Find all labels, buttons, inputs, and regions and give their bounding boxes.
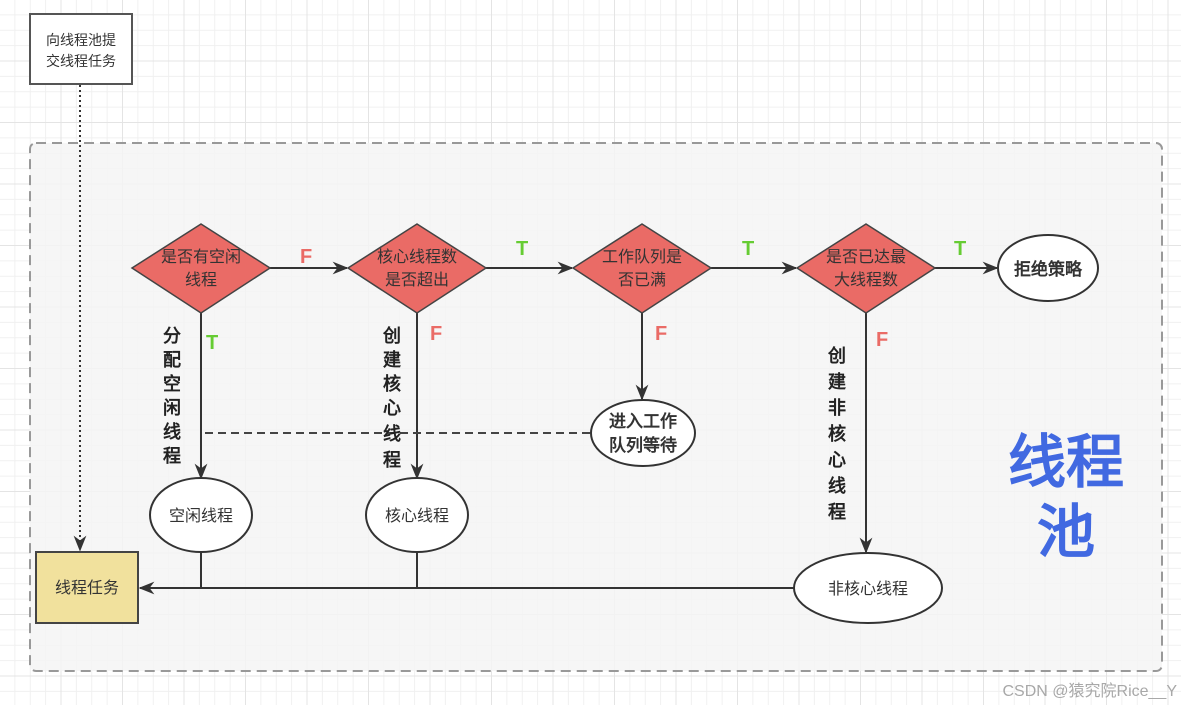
thread-task-label: 线程任务 <box>55 578 119 597</box>
thread-task-box[interactable]: 线程任务 <box>35 551 139 624</box>
vchar: 程 <box>163 446 181 467</box>
decision-queue-full[interactable]: 工作队列是 否已满 <box>571 223 713 314</box>
vertical-label-create-core: 创 建 核 心 线 程 <box>382 325 401 471</box>
submit-box-line-2: 交线程任务 <box>46 53 116 70</box>
vchar: 线 <box>163 421 181 443</box>
decision-max-line-1: 是否已达最 <box>826 247 906 266</box>
vchar: 心 <box>828 450 846 471</box>
vchar: 核 <box>383 373 401 395</box>
thread-pool-title-line-1: 线程 <box>1008 428 1124 496</box>
vchar: 创 <box>382 325 401 347</box>
terminal-non-core-thread[interactable]: 非核心线程 <box>793 552 943 624</box>
edge-label-core-false: F <box>430 323 442 345</box>
vchar: 线 <box>383 423 401 445</box>
decision-queue-line-2: 否已满 <box>618 270 666 289</box>
core-thread-label: 核心线程 <box>385 506 449 525</box>
decision-core-line-2: 是否超出 <box>385 270 449 289</box>
vertical-label-assign-idle: 分 配 空 闲 线 程 <box>163 326 181 467</box>
vchar: 非 <box>828 397 846 419</box>
decision-max-threads[interactable]: 是否已达最 大线程数 <box>795 223 937 314</box>
submit-task-box[interactable]: 向线程池提 交线程任务 <box>29 13 133 85</box>
watermark: CSDN @猿究院Rice__Y <box>1002 683 1177 700</box>
edge-label-max-true: T <box>954 238 966 260</box>
vchar: 建 <box>383 349 401 371</box>
decision-core-line-1: 核心线程数 <box>377 247 457 266</box>
terminal-idle-thread[interactable]: 空闲线程 <box>149 477 253 553</box>
vertical-label-create-non-core: 创 建 非 核 心 线 程 <box>827 345 846 523</box>
terminal-queue-wait[interactable]: 进入工作 队列等待 <box>590 399 696 467</box>
decision-max-line-2: 大线程数 <box>834 270 898 289</box>
edge-label-max-false: F <box>876 329 888 351</box>
edge-label-queue-true: T <box>742 238 754 260</box>
edge-label-queue-false: F <box>655 323 667 345</box>
vchar: 创 <box>827 345 846 367</box>
vchar: 心 <box>383 398 401 419</box>
edge-label-core-true: T <box>516 238 528 260</box>
vchar: 线 <box>828 475 846 497</box>
edge-label-idle-false: F <box>300 246 312 268</box>
decision-idle-line-2: 线程 <box>185 270 217 289</box>
decision-idle-thread[interactable]: 是否有空闲 线程 <box>130 223 272 314</box>
vchar: 程 <box>383 450 401 471</box>
submit-box-line-1: 向线程池提 <box>46 33 116 49</box>
idle-thread-label: 空闲线程 <box>169 506 233 525</box>
vchar: 分 <box>163 326 181 347</box>
vchar: 程 <box>828 502 846 523</box>
non-core-thread-label: 非核心线程 <box>828 579 908 598</box>
vchar: 配 <box>163 350 181 371</box>
vchar: 空 <box>163 373 181 395</box>
decision-core-exceeded[interactable]: 核心线程数 是否超出 <box>346 223 488 314</box>
decision-idle-line-1: 是否有空闲 <box>161 247 241 266</box>
edge-label-idle-true: T <box>206 332 218 354</box>
thread-pool-title-line-2: 池 <box>1037 498 1095 566</box>
terminal-reject-policy[interactable]: 拒绝策略 <box>997 234 1099 302</box>
queue-wait-line-1: 进入工作 <box>609 411 677 432</box>
thread-pool-container <box>29 142 1163 672</box>
vchar: 闲 <box>163 397 181 419</box>
vchar: 建 <box>828 371 846 393</box>
vchar: 核 <box>828 423 846 445</box>
terminal-core-thread[interactable]: 核心线程 <box>365 477 469 553</box>
decision-queue-line-1: 工作队列是 <box>602 247 682 266</box>
queue-wait-line-2: 队列等待 <box>609 435 677 456</box>
reject-policy-label: 拒绝策略 <box>1014 259 1083 280</box>
